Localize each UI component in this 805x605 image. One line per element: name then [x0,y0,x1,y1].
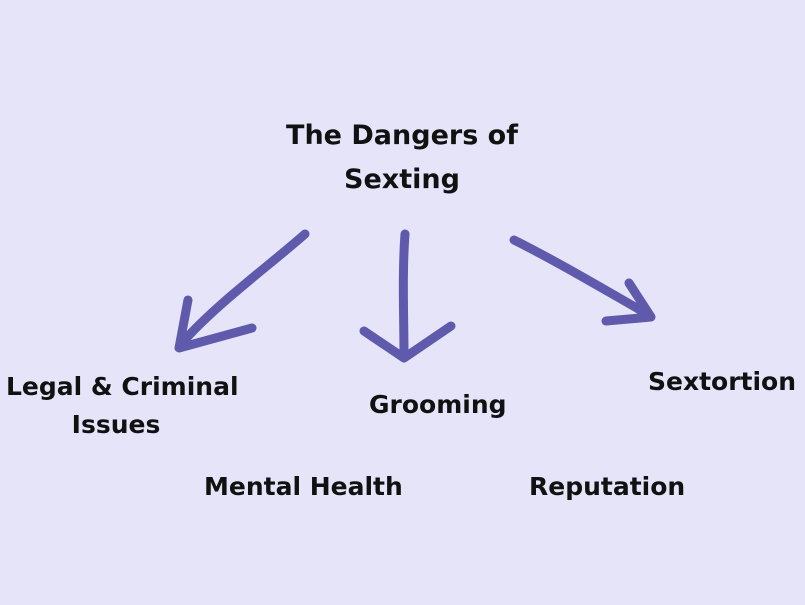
arrow-left-head [174,295,257,353]
topic-reputation: Reputation [529,472,686,501]
arrow-right-shaft [509,235,654,320]
arrow-right [509,235,656,326]
diagram-title: The Dangers of Sexting [252,114,552,202]
topic-grooming: Grooming [369,390,507,419]
arrow-left [174,229,310,353]
topic-legal-line-2: Issues [71,410,161,439]
diagram-title-line-2: Sexting [344,164,460,195]
arrow-left-shaft [177,229,310,348]
arrow-down-head [359,321,456,363]
topic-legal-line-1: Legal & Criminal [6,372,239,401]
topic-mental-health: Mental Health [204,472,403,501]
arrow-right-head [601,278,656,326]
arrow-down [359,229,456,363]
diagram-title-line-1: The Dangers of [286,120,518,151]
topic-sextortion: Sextortion [648,367,797,396]
topic-legal-criminal-issues: Legal & Criminal Issues [6,368,239,444]
arrow-down-shaft [398,229,410,361]
